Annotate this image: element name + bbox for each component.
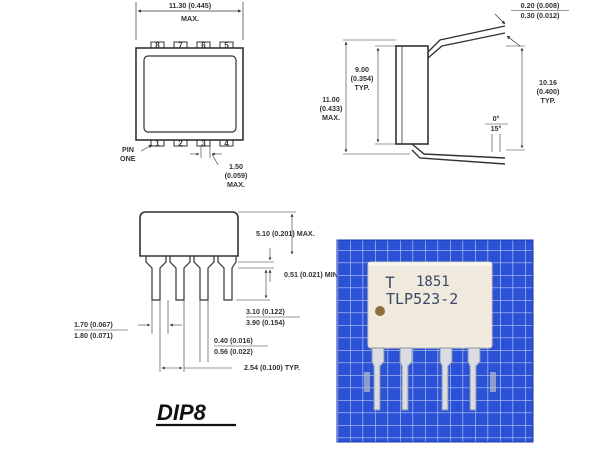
pin-label-8: 8 xyxy=(155,41,160,50)
lead-span-1: 10.16 xyxy=(539,78,557,87)
lead-angle-min: 0° xyxy=(493,114,500,123)
front-height-label: 5.10 (0.201) MAX. xyxy=(256,229,315,238)
chip-part-number: TLP523-2 xyxy=(386,290,458,308)
chip-date-code: 1851 xyxy=(416,274,450,290)
body-width-3: TYP. xyxy=(354,83,369,92)
pin-label-7: 7 xyxy=(178,41,183,50)
pin-label-3: 3 xyxy=(201,139,206,148)
front-body-outline xyxy=(139,211,239,257)
lead-width-1: 0.40 (0.016) xyxy=(214,336,253,345)
top-width-note: MAX. xyxy=(181,14,199,23)
top-width-label: 11.30 (0.445) xyxy=(169,1,212,10)
pitch-label-1: 1.50 xyxy=(229,162,243,171)
side-view xyxy=(343,13,525,165)
body-width-1: 9.00 xyxy=(355,65,369,74)
shoulder-width-1: 1.70 (0.067) xyxy=(74,320,113,329)
pin-one-label-2: ONE xyxy=(120,154,136,163)
top-view xyxy=(135,2,244,166)
side-body-outline xyxy=(395,45,429,145)
pin-label-6: 6 xyxy=(201,41,206,50)
pin-pitch-label: 2.54 (0.100) TYP. xyxy=(244,363,300,372)
pin-one-label: PIN xyxy=(122,145,134,154)
lead-span-3: TYP. xyxy=(540,96,555,105)
pin-label-2: 2 xyxy=(178,139,183,148)
lead-thickness-2: 0.30 (0.012) xyxy=(521,11,560,20)
top-body-inner xyxy=(143,55,237,133)
front-view xyxy=(138,211,296,372)
pitch-label-2: (0.059) xyxy=(225,171,248,180)
package-height-3: MAX. xyxy=(322,113,340,122)
package-height-1: 11.00 xyxy=(322,95,340,104)
shoulder-width-2: 1.80 (0.071) xyxy=(74,331,113,340)
chip-logo: T xyxy=(385,273,395,292)
lead-width-2: 0.56 (0.022) xyxy=(214,347,253,356)
package-title: DIP8 xyxy=(157,400,207,425)
standoff-label: 0.51 (0.021) MIN. xyxy=(284,270,340,279)
component-photo xyxy=(336,239,534,443)
pin-label-4: 4 xyxy=(224,139,229,148)
lead-angle-max: 15° xyxy=(491,124,502,133)
lead-length-2: 3.90 (0.154) xyxy=(246,318,285,327)
pitch-label-3: MAX. xyxy=(227,180,245,189)
top-body-outline xyxy=(135,47,244,141)
package-height-2: (0.433) xyxy=(320,104,343,113)
lead-length-1: 3.10 (0.122) xyxy=(246,307,285,316)
pin-one-dot xyxy=(375,306,385,316)
pin-label-5: 5 xyxy=(224,41,229,50)
lead-thickness-1: 0.20 (0.008) xyxy=(521,1,560,10)
lead-span-2: (0.400) xyxy=(537,87,560,96)
body-width-2: (0.354) xyxy=(351,74,374,83)
pin-label-1: 1 xyxy=(155,139,160,148)
